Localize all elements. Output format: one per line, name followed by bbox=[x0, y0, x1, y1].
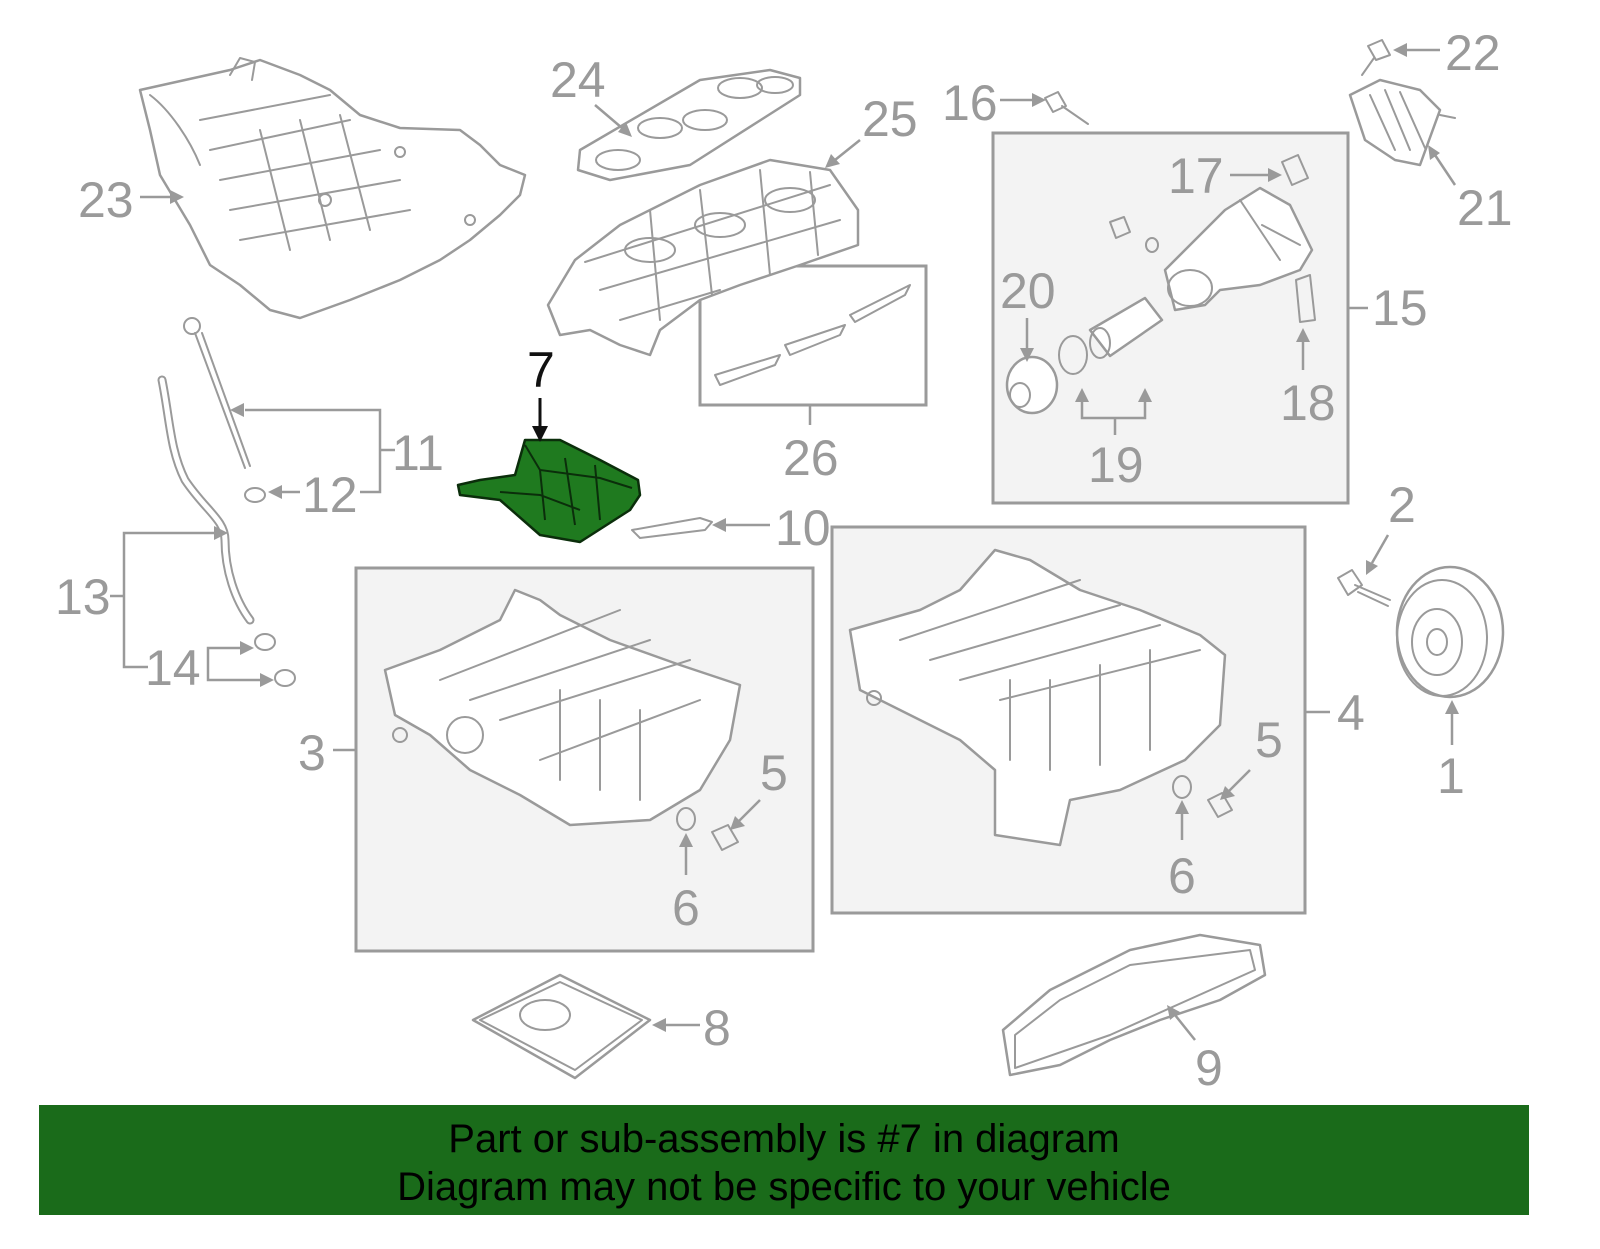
callout-10: 10 bbox=[775, 500, 831, 556]
callout-14: 14 bbox=[145, 640, 201, 696]
banner-line-2: Diagram may not be specific to your vehi… bbox=[397, 1165, 1171, 1209]
callout-13: 13 bbox=[55, 569, 111, 625]
part-11-dipstick[interactable] bbox=[183, 317, 251, 469]
callout-26: 26 bbox=[783, 430, 839, 486]
part-24-gasket[interactable] bbox=[576, 68, 802, 182]
part-3-upper-oil-pan[interactable] bbox=[383, 588, 742, 851]
part-18-gasket[interactable] bbox=[1295, 274, 1316, 323]
callout-6-right: 6 bbox=[1168, 848, 1196, 904]
part-19-filter[interactable] bbox=[1058, 296, 1164, 375]
part-7-oil-baffle[interactable] bbox=[456, 438, 642, 544]
part-2-bolt[interactable] bbox=[1337, 569, 1391, 607]
part-small-bolt-15[interactable] bbox=[1109, 216, 1159, 253]
part-21-oil-cooler[interactable] bbox=[1348, 78, 1456, 167]
callout-20: 20 bbox=[1000, 263, 1056, 319]
callout-2: 2 bbox=[1388, 477, 1416, 533]
callout-5-right: 5 bbox=[1255, 712, 1283, 768]
callout-25: 25 bbox=[862, 91, 918, 147]
part-15-oil-filter-housing[interactable] bbox=[1163, 186, 1314, 312]
part-20-filter-cap[interactable] bbox=[1005, 355, 1059, 415]
part-9-lower-oil-pan-alt[interactable] bbox=[1001, 933, 1267, 1077]
callout-3: 3 bbox=[298, 725, 326, 781]
callout-23: 23 bbox=[78, 172, 134, 228]
callout-5-left: 5 bbox=[760, 745, 788, 801]
part-26-gaskets[interactable] bbox=[714, 284, 911, 386]
part-4-upper-oil-pan-alt[interactable] bbox=[848, 548, 1233, 847]
callout-24: 24 bbox=[550, 52, 606, 108]
part-8-lower-oil-pan[interactable] bbox=[471, 973, 652, 1080]
part-13-dipstick-tube[interactable] bbox=[157, 375, 255, 625]
info-banner: Part or sub-assembly is #7 in diagram Di… bbox=[39, 1105, 1529, 1215]
callout-8: 8 bbox=[703, 1000, 731, 1056]
part-1-crankshaft-pulley[interactable] bbox=[1395, 565, 1505, 699]
callout-21: 21 bbox=[1457, 180, 1513, 236]
part-17-gasket[interactable] bbox=[1281, 154, 1309, 186]
leader-lines bbox=[110, 43, 1459, 1041]
part-22-bolt[interactable] bbox=[1361, 39, 1391, 76]
part-10-gasket-piece[interactable] bbox=[631, 517, 713, 539]
callout-labels: 23 24 25 16 22 21 17 15 20 18 19 26 11 1… bbox=[55, 25, 1513, 1096]
callout-19: 19 bbox=[1088, 437, 1144, 493]
group-box-15 bbox=[991, 131, 1350, 505]
leader-part-7 bbox=[532, 398, 548, 442]
callout-12: 12 bbox=[302, 467, 358, 523]
part-12-o-ring[interactable] bbox=[244, 487, 266, 503]
callout-15: 15 bbox=[1372, 280, 1428, 336]
callout-16: 16 bbox=[942, 75, 998, 131]
callout-11: 11 bbox=[392, 425, 444, 481]
part-23-intake-manifold[interactable] bbox=[138, 57, 527, 320]
callout-7: 7 bbox=[527, 342, 555, 398]
banner-line-1: Part or sub-assembly is #7 in diagram bbox=[448, 1117, 1120, 1161]
callout-17: 17 bbox=[1168, 148, 1224, 204]
callout-1: 1 bbox=[1437, 748, 1465, 804]
callout-6-left: 6 bbox=[672, 880, 700, 936]
callout-4: 4 bbox=[1337, 685, 1365, 741]
part-16-bolt[interactable] bbox=[1044, 91, 1089, 125]
part-25-lower-intake[interactable] bbox=[546, 158, 860, 357]
callout-9: 9 bbox=[1195, 1040, 1223, 1096]
part-14-o-rings[interactable] bbox=[254, 633, 296, 687]
callout-22: 22 bbox=[1445, 25, 1501, 81]
callout-18: 18 bbox=[1280, 375, 1336, 431]
